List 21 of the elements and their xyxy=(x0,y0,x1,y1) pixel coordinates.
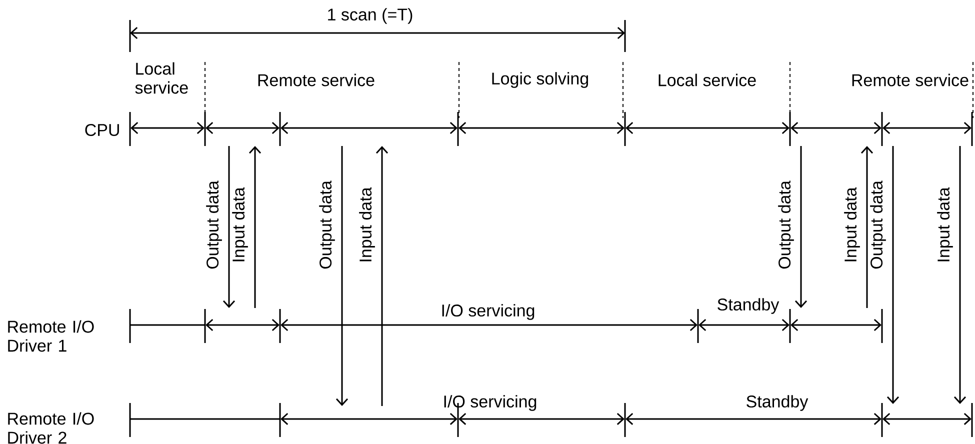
label: Standby xyxy=(718,298,780,314)
arrow-label: Output data xyxy=(319,180,335,269)
label: I/O servicing xyxy=(444,395,536,411)
arrow-label: Output data xyxy=(206,180,222,269)
label: Standby xyxy=(746,395,808,411)
arrow-label: Input data xyxy=(937,187,953,262)
label: Remote service xyxy=(258,74,374,86)
label: Logic solving xyxy=(492,72,588,88)
label: Remote I/O Driver 2 xyxy=(8,412,94,444)
label: I/O servicing xyxy=(442,304,534,320)
arrow-label: Output data xyxy=(870,180,886,269)
label: Local service xyxy=(658,74,756,86)
label: Remote service xyxy=(852,74,968,86)
label: Local service xyxy=(135,62,188,94)
arrow-label: Input data xyxy=(844,187,860,262)
arrow-label: Input data xyxy=(232,187,248,262)
label: CPU xyxy=(85,124,119,136)
label: 1 scan (=T) xyxy=(328,8,412,24)
label: Remote I/O Driver 1 xyxy=(8,320,94,352)
arrow-label: Input data xyxy=(359,187,375,262)
arrow-label: Output data xyxy=(778,180,794,269)
